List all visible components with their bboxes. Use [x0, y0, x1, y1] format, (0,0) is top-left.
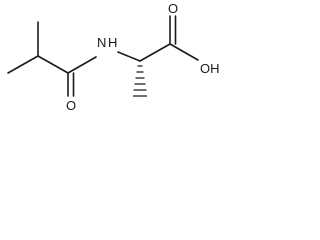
atom-h-label: H	[108, 35, 117, 50]
atom-hydroxyl-label: OH	[200, 61, 220, 76]
bond-methyl-left	[7, 55, 39, 74]
atom-amide-oxygen-label: O	[66, 98, 76, 113]
chemical-structure: N H O O OH	[7, 1, 220, 113]
bond-alpha-to-carboxyl	[139, 43, 171, 62]
atom-acid-oxygen-label: O	[168, 1, 178, 16]
bond-acid-c-oh	[169, 43, 199, 61]
atom-n-label: N	[97, 35, 106, 50]
bond-isopropyl-to-carbonyl	[37, 55, 69, 74]
bond-carbonyl-to-nitrogen	[67, 56, 97, 74]
bond-nitrogen-to-alpha-carbon	[117, 51, 141, 62]
stereo-hashed-bond	[132, 65, 148, 97]
